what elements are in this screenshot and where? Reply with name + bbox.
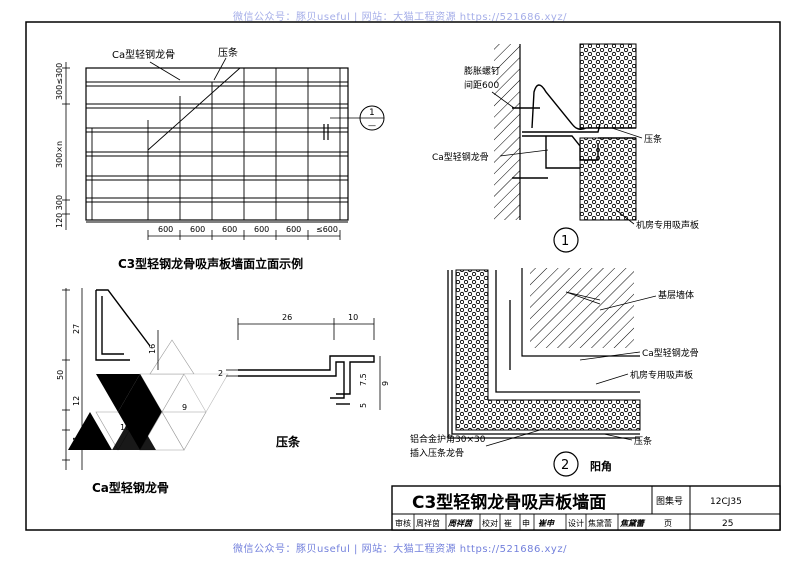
title-atlas-no: 12CJ35 xyxy=(710,497,742,507)
detail-1: 膨胀螺钉 间距600 Ca型轻钢龙骨 压条 机房专用吸声板 1 xyxy=(432,43,699,253)
detail2-label-ca: Ca型轻钢龙骨 xyxy=(642,347,699,359)
elevation-bottom-dim-3: 600 xyxy=(222,225,237,234)
sheet-border xyxy=(25,21,781,531)
elevation-caption: C3型轻钢龙骨吸声板墙面立面示例 xyxy=(118,256,303,271)
title-block: C3型轻钢龙骨吸声板墙面 图集号 12CJ35 审核 周祥茵 周祥茵 校对 崔 … xyxy=(391,485,781,531)
ca-dim-12: 12 xyxy=(72,396,81,406)
elevation-label-strip: 压条 xyxy=(218,46,238,59)
ca-dim-16: 16 xyxy=(148,344,157,354)
ca-dim-11: 11 xyxy=(72,436,81,446)
detail1-label-ca: Ca型轻钢龙骨 xyxy=(432,151,489,163)
elevation-dim-top: 300≤300 xyxy=(55,63,64,100)
strip-dim-75: 7.5 xyxy=(359,373,368,386)
ca-profile-hatch xyxy=(96,374,140,412)
detail1-label-strip: 压条 xyxy=(644,133,662,145)
elevation-bottom-dim-1: 600 xyxy=(158,225,173,234)
detail1-number: 1 xyxy=(561,234,569,249)
detail1-label-spacing: 间距600 xyxy=(464,79,499,91)
elevation-dim-bottom: 120 300 xyxy=(55,195,64,228)
title-reviewer: 周祥茵 xyxy=(416,518,440,528)
title-designer-sign: 焦黛蕾 xyxy=(620,519,646,528)
watermark-bottom: 微信公众号：豚贝useful | 网站：大猫工程资源 https://52168… xyxy=(233,544,567,555)
title-design: 设计 xyxy=(568,518,584,528)
strip-caption: 压条 xyxy=(276,434,301,449)
title-review: 审核 xyxy=(395,518,411,528)
ca-dim-27: 27 xyxy=(72,324,81,334)
strip-dim-26: 26 xyxy=(282,313,292,322)
detail2-title: 阳角 xyxy=(590,459,612,473)
detail2-label-panel: 机房专用吸声板 xyxy=(630,369,693,381)
strip-dim-9: 9 xyxy=(381,381,390,386)
strip-section: 26 10 2 7.5 9 5 压条 xyxy=(218,313,390,449)
title-page-no: 25 xyxy=(722,519,733,529)
detail2-label-insert: 插入压条龙骨 xyxy=(410,447,464,459)
detail2-label-strip: 压条 xyxy=(634,435,652,447)
watermark-top: 微信公众号：豚贝useful | 网站：大猫工程资源 https://52168… xyxy=(233,12,567,23)
ca-dim-50: 50 xyxy=(56,370,65,380)
ca-dim-10: 10 xyxy=(120,423,130,432)
ca-dim-9: 9 xyxy=(182,403,187,412)
strip-dim-2: 2 xyxy=(218,369,223,378)
detail2-label-corner: 铝合金护角30×30 xyxy=(410,433,486,445)
detail2-label-base: 基层墙体 xyxy=(658,289,694,301)
strip-dim-5: 5 xyxy=(359,403,368,408)
elevation-bottom-dim-5: 600 xyxy=(286,225,301,234)
ca-caption: Ca型轻钢龙骨 xyxy=(92,480,169,495)
title-reviewer-sign: 周祥茵 xyxy=(447,519,474,528)
elevation-bottom-dim-6: ≤600 xyxy=(316,225,338,234)
elevation-callout-top: 1 xyxy=(369,108,375,118)
elevation-label-ca: Ca型轻钢龙骨 xyxy=(112,48,175,61)
detail2-number: 2 xyxy=(561,458,569,473)
title-main: C3型轻钢龙骨吸声板墙面 xyxy=(412,492,606,513)
strip-dim-10: 10 xyxy=(348,313,358,322)
title-check: 校对 xyxy=(482,518,498,528)
title-designer: 焦黛蕾 xyxy=(588,518,612,528)
detail-2: 基层墙体 Ca型轻钢龙骨 机房专用吸声板 铝合金护角30×30 插入压条龙骨 压… xyxy=(410,268,699,477)
title-atlas-label: 图集号 xyxy=(656,495,683,507)
detail1-number-circle xyxy=(553,227,579,253)
elevation-dim-mid: 300×n xyxy=(55,141,64,168)
detail1-label-bolt: 膨胀螺钉 xyxy=(464,65,500,77)
title-page-label: 页 xyxy=(664,519,672,528)
detail2-number-circle xyxy=(553,451,579,477)
elevation-bottom-dim-2: 600 xyxy=(190,225,205,234)
elevation-callout-bottom: — xyxy=(368,121,376,130)
detail1-label-panel: 机房专用吸声板 xyxy=(636,219,699,231)
title-checker2: 申 xyxy=(522,518,530,528)
elevation-view: Ca型轻钢龙骨 压条 300≤300 300×n 120 300 600 600… xyxy=(55,46,385,271)
ca-profile-section: 27 50 12 11 16 9 10 Ca型轻钢龙骨 xyxy=(56,288,229,495)
elevation-bottom-dim-4: 600 xyxy=(254,225,269,234)
title-checker-sign: 崔申 xyxy=(538,519,555,528)
title-checker: 崔 xyxy=(504,518,512,528)
